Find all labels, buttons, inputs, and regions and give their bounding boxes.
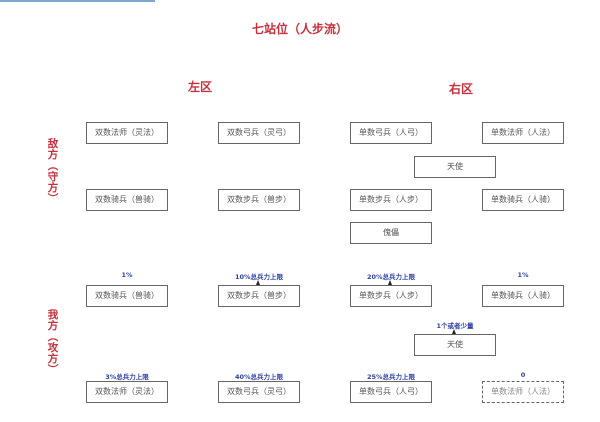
top-accent-bar (0, 0, 155, 2)
enemy-even-mage-box: 双数法师（灵法） (86, 122, 168, 144)
note-even-infantry: 10%总兵力上限 (234, 273, 284, 281)
side-label-enemy: 敌 方 ︵ 守 方 ︶ (47, 138, 59, 205)
ours-odd-infantry-box: 单数步兵（人步） (350, 285, 432, 307)
ours-even-cavalry-box: 双数骑兵（兽骑） (86, 285, 168, 307)
note-angel: 1个或者少量 (436, 322, 474, 330)
ours-odd-archer-box: 单数弓兵（人弓） (350, 381, 432, 403)
note-odd-mage: 0 (520, 371, 526, 379)
arrow-up-icon (256, 280, 260, 285)
enemy-odd-cavalry-box: 单数骑兵（人骑） (482, 189, 564, 211)
ours-odd-mage-box: 单数法师（人法） (482, 381, 564, 403)
ours-odd-cavalry-box: 单数骑兵（人骑） (482, 285, 564, 307)
note-odd-archer: 25%总兵力上限 (366, 373, 416, 381)
zone-left-label: 左区 (188, 80, 213, 94)
ours-even-infantry-box: 双数步兵（兽步） (218, 285, 300, 307)
zone-right-label: 右区 (449, 82, 474, 96)
note-even-cavalry: 1% (121, 271, 133, 279)
enemy-even-archer-box: 双数弓兵（灵弓） (218, 122, 300, 144)
enemy-even-cavalry-box: 双数骑兵（兽骑） (86, 189, 168, 211)
note-odd-cavalry: 1% (517, 271, 529, 279)
ours-even-archer-box: 双数弓兵（灵弓） (218, 381, 300, 403)
ours-even-mage-box: 双数法师（灵法） (86, 381, 168, 403)
note-even-mage: 3%总兵力上限 (105, 373, 149, 381)
enemy-angel-box: 天使 (414, 156, 496, 178)
enemy-odd-mage-box: 单数法师（人法） (482, 122, 564, 144)
ours-angel-box: 天使 (414, 334, 496, 356)
diagram-title: 七站位（人步流） (251, 22, 348, 36)
arrow-up-icon (452, 329, 456, 334)
enemy-odd-infantry-box: 单数步兵（人步） (350, 189, 432, 211)
note-even-archer: 40%总兵力上限 (234, 373, 284, 381)
note-odd-infantry: 20%总兵力上限 (366, 273, 416, 281)
arrow-up-icon (388, 280, 392, 285)
enemy-puppet-box: 傀儡 (350, 222, 432, 244)
enemy-even-infantry-box: 双数步兵（兽步） (218, 189, 300, 211)
enemy-odd-archer-box: 单数弓兵（人弓） (350, 122, 432, 144)
side-label-ours: 我 方 ︵ 攻 方 ︶ (47, 309, 59, 376)
